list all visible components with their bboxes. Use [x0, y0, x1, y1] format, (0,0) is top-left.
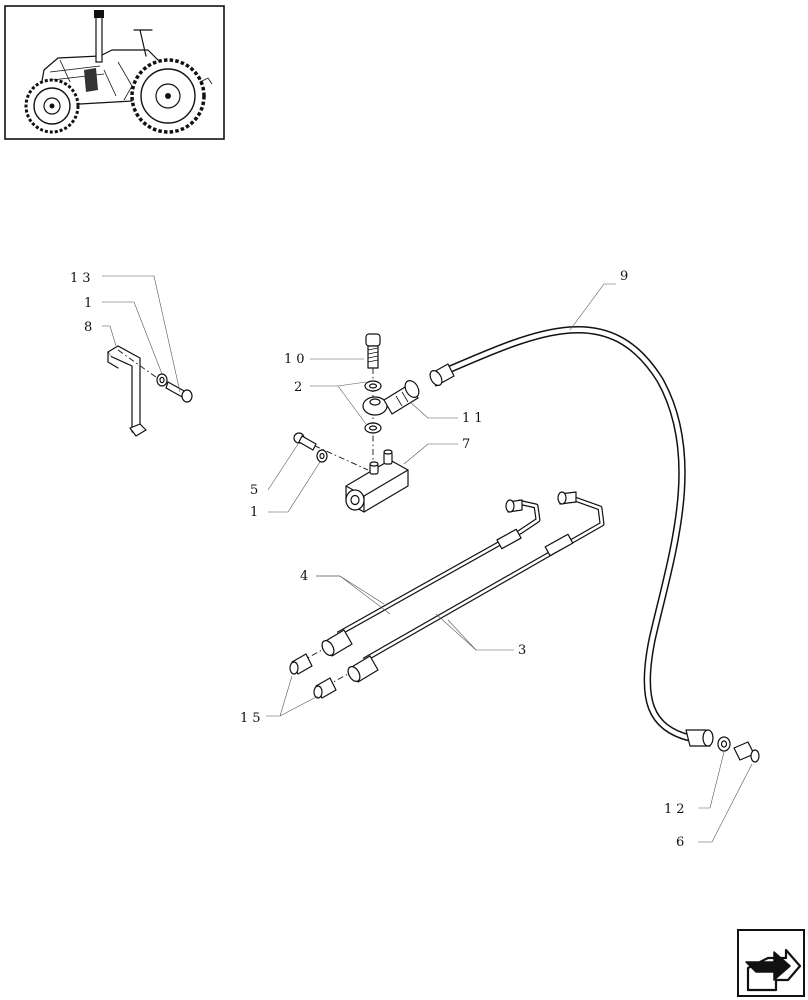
- callout-9[interactable]: 9: [620, 269, 632, 284]
- next-page-arrow-icon: [745, 948, 802, 992]
- tractor-icon: [24, 10, 213, 134]
- bracket-part-8[interactable]: [107, 345, 147, 437]
- sealing-washer-part-2-lower[interactable]: [364, 422, 382, 434]
- callout-1-lower[interactable]: 1: [250, 505, 262, 520]
- callout-13[interactable]: 13: [70, 271, 95, 286]
- callout-15[interactable]: 15: [240, 711, 265, 726]
- leader-lines: [102, 275, 753, 843]
- bolt-part-13[interactable]: [165, 381, 193, 403]
- pipe-assembly-part-4[interactable]: [320, 499, 541, 657]
- washer-part-1-top[interactable]: [156, 373, 168, 387]
- next-page-button[interactable]: [737, 929, 805, 997]
- callout-10[interactable]: 10: [284, 352, 309, 367]
- adapter-part-6[interactable]: [733, 741, 760, 763]
- callout-11[interactable]: 11: [462, 411, 487, 426]
- callout-7[interactable]: 7: [462, 437, 474, 452]
- callout-3[interactable]: 3: [518, 643, 530, 658]
- adapter-part-15-upper[interactable]: [289, 653, 313, 675]
- washer-part-12[interactable]: [717, 736, 731, 752]
- pipe-assembly-part-3[interactable]: [346, 491, 605, 683]
- adapter-part-15-lower[interactable]: [313, 677, 337, 699]
- callout-5[interactable]: 5: [250, 483, 262, 498]
- hydraulic-hose-part-9[interactable]: [428, 325, 714, 747]
- callout-1-top[interactable]: 1: [84, 296, 96, 311]
- screw-part-5[interactable]: [293, 432, 317, 451]
- callout-12[interactable]: 12: [664, 802, 689, 817]
- callout-8[interactable]: 8: [84, 320, 96, 335]
- callout-2[interactable]: 2: [294, 380, 306, 395]
- banjo-fitting-part-11[interactable]: [362, 378, 422, 416]
- banjo-bolt-part-10[interactable]: [365, 333, 381, 369]
- callout-labels: 13 1 8 10 2 11 7 5 1 9 4 3 15 12 6: [70, 269, 689, 850]
- valve-body-part-7[interactable]: [345, 449, 409, 513]
- callout-6[interactable]: 6: [676, 835, 688, 850]
- tractor-thumbnail[interactable]: [4, 5, 225, 140]
- sealing-washer-part-2-upper[interactable]: [364, 380, 382, 392]
- washer-part-1-lower[interactable]: [316, 449, 328, 463]
- callout-4[interactable]: 4: [300, 569, 312, 584]
